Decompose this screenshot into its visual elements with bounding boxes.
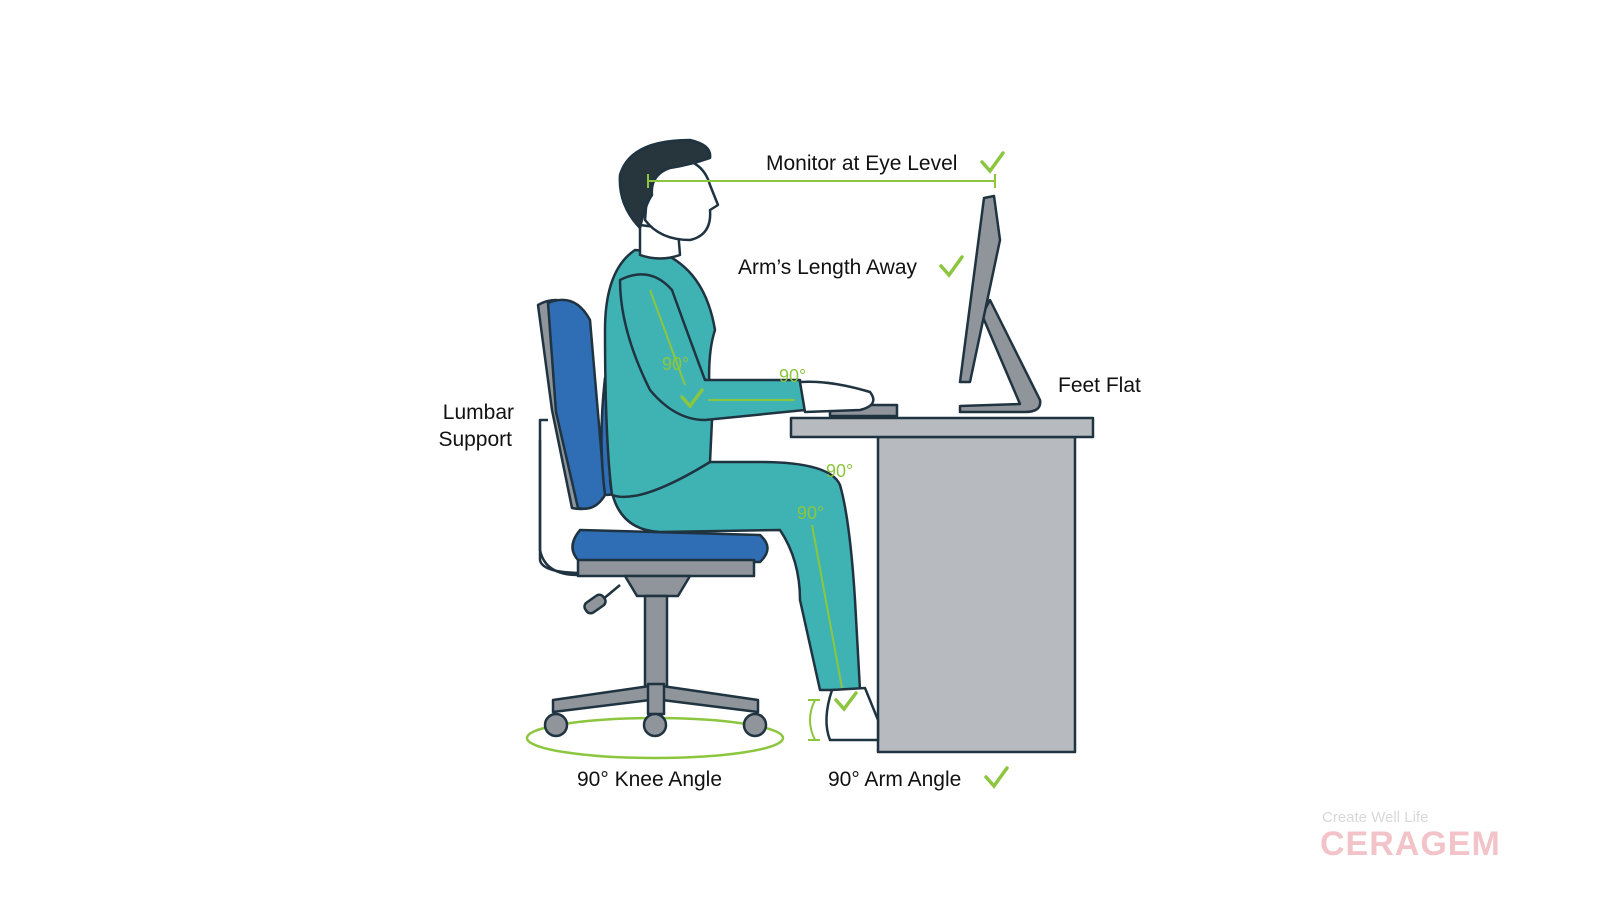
- angle-mark-elbow: 90°: [662, 354, 689, 374]
- foot: [825, 686, 880, 742]
- check-icon: [939, 255, 964, 278]
- monitor: [958, 194, 1042, 414]
- check-icon: [984, 766, 1009, 789]
- office-chair: [536, 298, 769, 738]
- label-arm-angle: 90° Arm Angle: [828, 768, 961, 791]
- label-lumbar-line2: Support: [438, 428, 512, 451]
- angle-mark-forearm: 90°: [779, 366, 806, 386]
- check-icon: [980, 151, 1005, 174]
- desk: [789, 416, 1095, 754]
- logo-brand: CERAGEM: [1320, 825, 1501, 863]
- label-lumbar-line1: Lumbar: [443, 401, 514, 424]
- hand: [798, 380, 875, 414]
- label-arms-length: Arm’s Length Away: [738, 256, 917, 279]
- hair: [618, 138, 712, 230]
- label-monitor-eye-level: Monitor at Eye Level: [766, 152, 957, 175]
- angle-mark-hip: 90°: [826, 461, 853, 481]
- check-icon: [834, 691, 858, 712]
- angle-mark-knee: 90°: [797, 503, 824, 523]
- logo-tagline: Create Well Life: [1322, 809, 1428, 826]
- label-knee-angle: 90° Knee Angle: [577, 768, 722, 791]
- guide-lines: [647, 174, 996, 741]
- label-feet-flat: Feet Flat: [1058, 374, 1141, 397]
- person: [603, 138, 880, 742]
- check-icon: [680, 388, 704, 409]
